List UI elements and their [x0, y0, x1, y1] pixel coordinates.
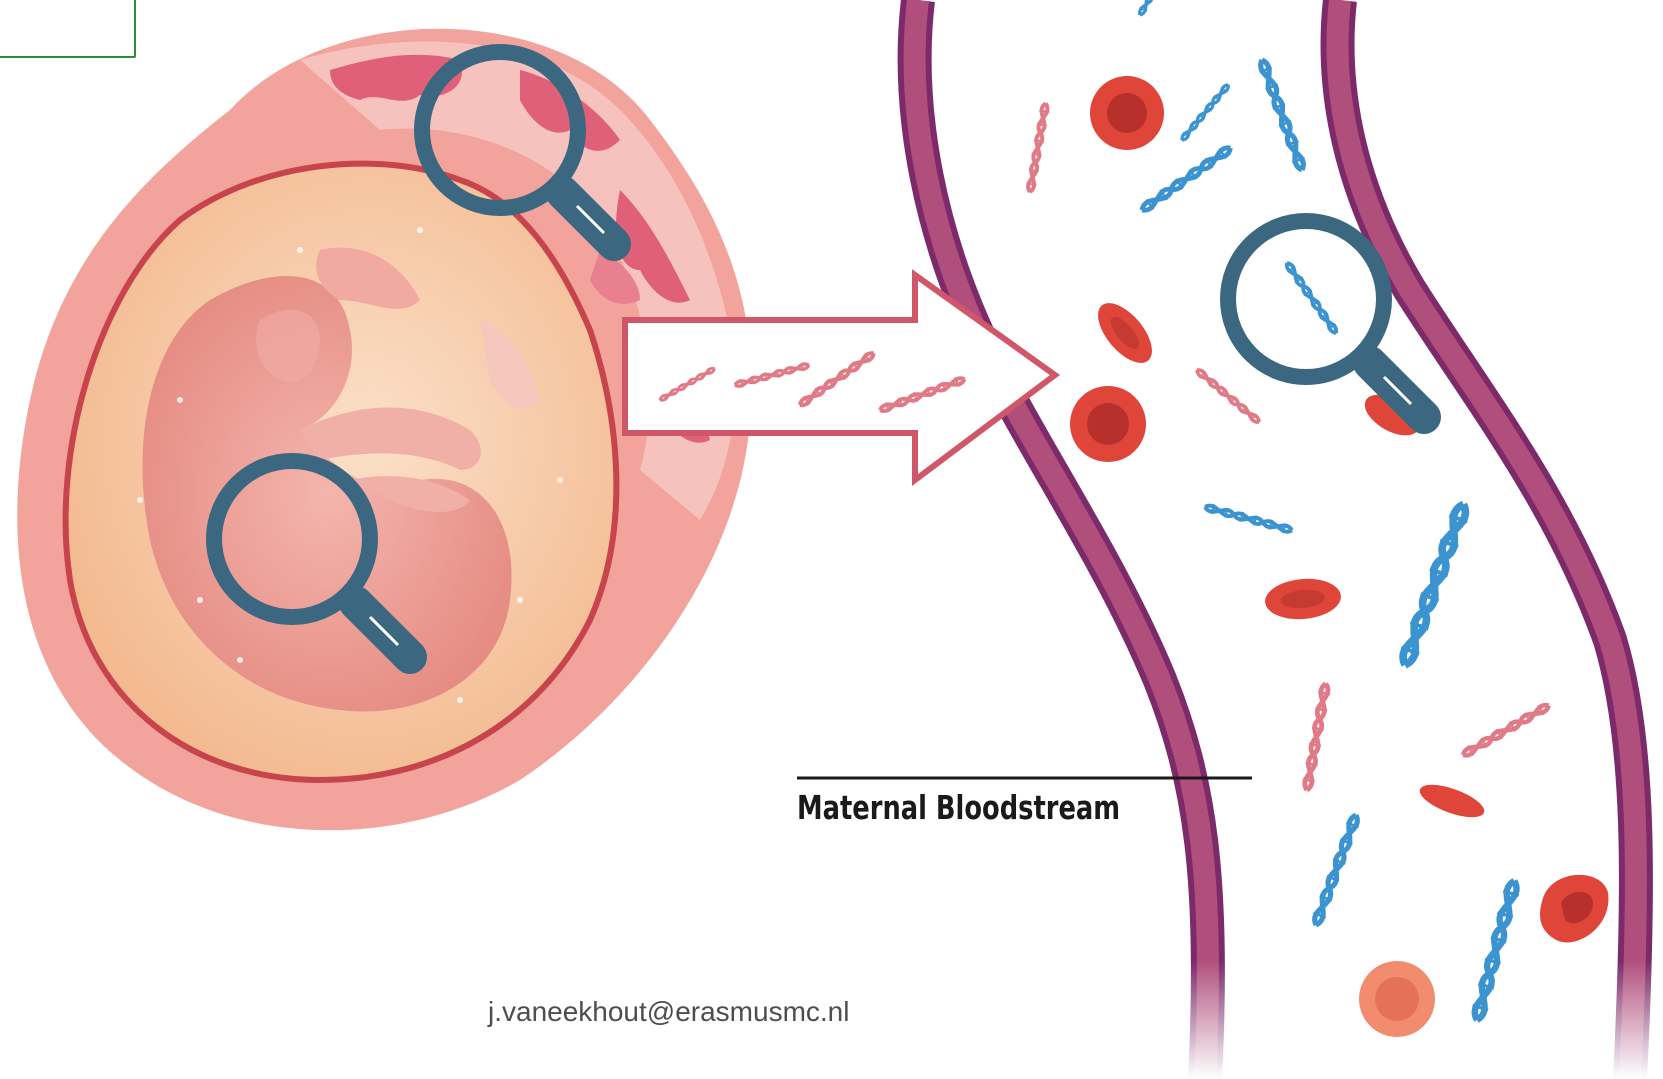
dna-fragment-icon — [1256, 58, 1308, 172]
red-blood-cell-icon — [1088, 294, 1162, 372]
dna-fragment-icon — [1396, 501, 1472, 668]
dna-fragment-icon — [1301, 683, 1332, 791]
dna-fragment-icon — [1139, 143, 1234, 215]
cell-free-dna — [1025, 0, 1551, 1022]
red-blood-cell-icon — [1540, 875, 1608, 943]
dna-fragment-icon — [1137, 0, 1180, 17]
red-blood-cell-icon — [1359, 961, 1435, 1037]
dna-fragment-icon — [1194, 367, 1262, 426]
dna-fragment-icon — [1204, 502, 1294, 535]
red-blood-cell-icon — [1070, 386, 1146, 462]
dna-fragment-icon — [1460, 701, 1551, 760]
red-blood-cell-icon — [1090, 76, 1164, 150]
vessel-left-wall — [915, 0, 1208, 1079]
dna-fragment-icon — [1310, 813, 1362, 927]
maternal-bloodstream-label: Maternal Bloodstream — [797, 788, 1120, 827]
corner-label-text: ut — [2, 0, 23, 6]
red-blood-cell-icon — [1416, 778, 1488, 824]
red-blood-cell-icon — [1263, 576, 1342, 622]
dna-fragment-icon — [1179, 82, 1231, 142]
dna-fragment-icon — [1283, 260, 1340, 335]
dna-fragment-icon — [1025, 102, 1050, 192]
corner-label-box: ut — [0, 0, 136, 58]
contact-email: j.vaneekhout@erasmusmc.nl — [488, 996, 849, 1028]
